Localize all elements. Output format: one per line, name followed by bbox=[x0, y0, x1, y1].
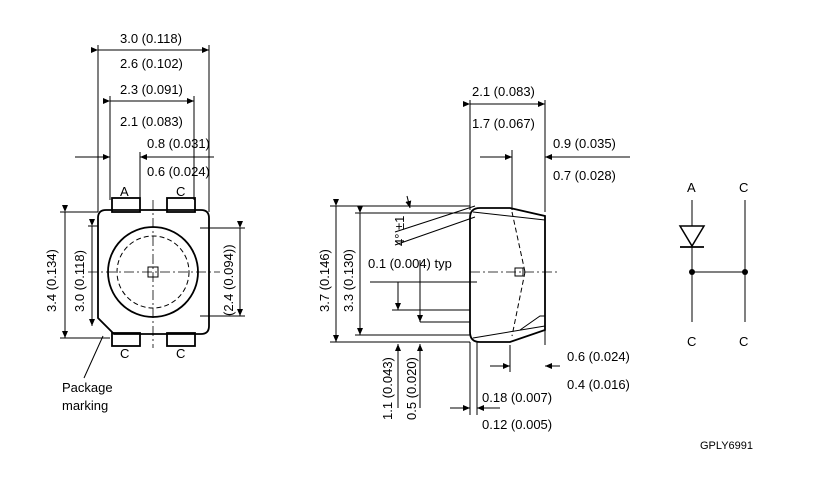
gap-typ-label: 0.1 (0.004) typ bbox=[368, 256, 452, 271]
package-marking-line2: marking bbox=[62, 398, 108, 413]
diode-icon bbox=[678, 225, 706, 248]
package-marking-line1: Package bbox=[62, 380, 113, 395]
schematic-cathode-top-label: C bbox=[739, 180, 748, 195]
lead-min-label: 0.7 (0.028) bbox=[553, 168, 616, 183]
pad-span-max-label: 2.3 (0.091) bbox=[120, 82, 183, 97]
standoff-max-label: 1.1 (0.043) bbox=[380, 357, 395, 420]
height-min-label: 3.0 (0.118) bbox=[72, 250, 87, 312]
pin-a-label: A bbox=[120, 184, 129, 199]
pad-width-min-label: 0.6 (0.024) bbox=[147, 164, 210, 179]
pad-cathode-top bbox=[166, 197, 196, 213]
pad-cathode-bl bbox=[111, 332, 141, 347]
side-height-max-label: 3.7 (0.146) bbox=[317, 249, 332, 312]
depth-min-label: 1.7 (0.067) bbox=[472, 116, 535, 131]
pad-anode bbox=[111, 197, 141, 213]
pad-width-max-label: 0.8 (0.031) bbox=[147, 136, 210, 151]
junction-dot-right bbox=[742, 269, 748, 275]
thickness-min-label: 0.12 (0.005) bbox=[482, 417, 552, 432]
schematic-anode-label: A bbox=[687, 180, 696, 195]
foot-max-label: 0.6 (0.024) bbox=[567, 349, 630, 364]
standoff-min-label: 0.5 (0.020) bbox=[404, 357, 419, 420]
foot-min-label: 0.4 (0.016) bbox=[567, 377, 630, 392]
thickness-max-label: 0.18 (0.007) bbox=[482, 390, 552, 405]
depth-max-label: 2.1 (0.083) bbox=[472, 84, 535, 99]
width-min-label: 2.6 (0.102) bbox=[120, 56, 183, 71]
junction-dot-left bbox=[689, 269, 695, 275]
angle-label: 4° ±1 bbox=[392, 216, 407, 246]
pin-c-bl-label: C bbox=[120, 346, 129, 361]
drawing-code: GPLY6991 bbox=[700, 440, 753, 452]
front-view: 3.0 (0.118) 2.6 (0.102) 2.3 (0.091) 2.1 … bbox=[44, 31, 245, 413]
schematic: A C C C bbox=[678, 180, 748, 349]
pin-c-top-label: C bbox=[176, 184, 185, 199]
schematic-cathode-br-label: C bbox=[739, 334, 748, 349]
pin-c-br-label: C bbox=[176, 346, 185, 361]
side-height-min-label: 3.3 (0.130) bbox=[341, 249, 356, 312]
side-view: 2.1 (0.083) 1.7 (0.067) 0.9 (0.035) 0.7 … bbox=[317, 84, 630, 432]
schematic-cathode-bl-label: C bbox=[687, 334, 696, 349]
side-body bbox=[469, 207, 546, 343]
lead-max-label: 0.9 (0.035) bbox=[553, 136, 616, 151]
package-body bbox=[97, 209, 210, 335]
pad-cathode-br bbox=[166, 332, 196, 347]
lens-diameter-label: (2.4 (0.094)) bbox=[221, 244, 236, 316]
pad-span-min-label: 2.1 (0.083) bbox=[120, 114, 183, 129]
height-max-label: 3.4 (0.134) bbox=[44, 249, 59, 312]
width-max-label: 3.0 (0.118) bbox=[120, 31, 182, 46]
